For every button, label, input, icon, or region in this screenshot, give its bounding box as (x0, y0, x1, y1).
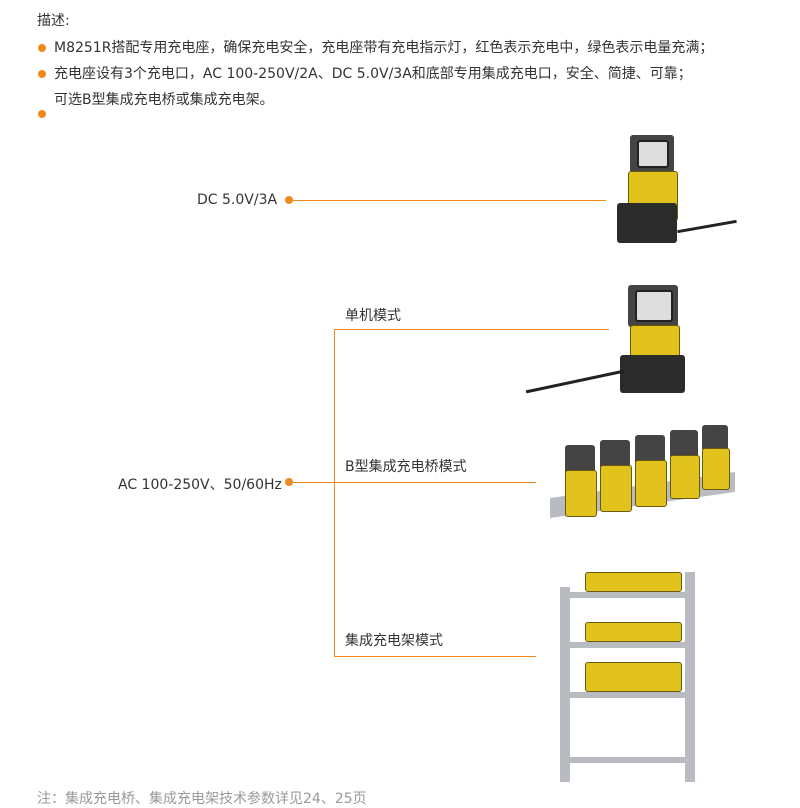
mode-bridge: B型集成充电桥模式 (345, 459, 467, 475)
charger-dc-image (612, 135, 742, 245)
bullet-1: M8251R搭配专用充电座，确保充电安全，充电座带有充电指示灯，红色表示充电中，… (54, 40, 714, 56)
ac-label: AC 100-250V、50/60Hz (118, 477, 282, 493)
footnote: 注：集成充电桥、集成充电架技术参数详见24、25页 (37, 791, 367, 807)
bullet-dot (38, 44, 46, 52)
bullet-2: 充电座设有3个充电口，AC 100-250V/2A、DC 5.0V/3A和底部专… (54, 66, 692, 82)
connector-dot (285, 478, 293, 486)
connector-dot (285, 196, 293, 204)
bullet-3: 可选B型集成充电桥或集成充电架。 (54, 92, 274, 108)
branch-line (334, 482, 536, 483)
mode-standalone: 单机模式 (345, 308, 401, 324)
dc-label: DC 5.0V/3A (197, 192, 278, 208)
bullet-dot (38, 70, 46, 78)
branch-line (334, 656, 536, 657)
connector-line (290, 482, 335, 483)
description-heading: 描述: (37, 13, 70, 29)
connector-line (290, 200, 606, 201)
charging-rack-image (555, 562, 715, 787)
charger-standalone-image (515, 285, 695, 410)
branch-line (334, 329, 335, 656)
charging-bridge-image (540, 420, 740, 545)
bullet-dot (38, 110, 46, 118)
mode-rack: 集成充电架模式 (345, 633, 443, 649)
branch-line (334, 329, 609, 330)
